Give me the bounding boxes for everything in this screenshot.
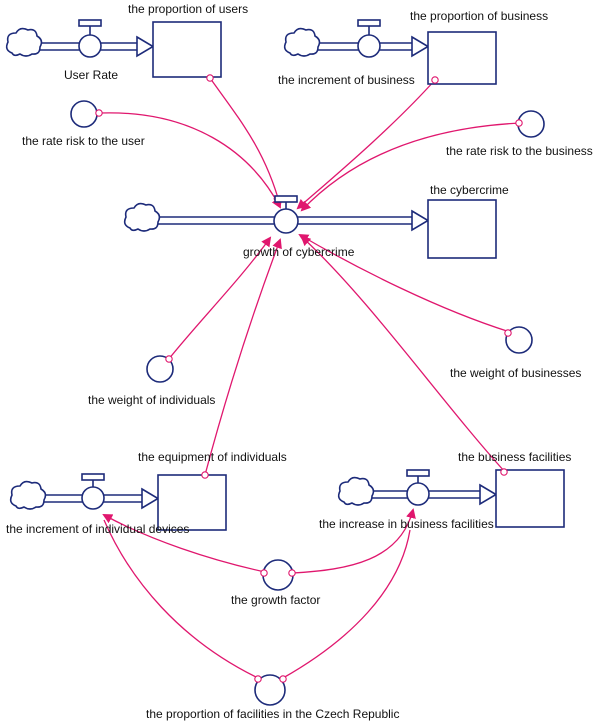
auxiliaries <box>70 100 545 706</box>
label-equipment-individuals: the equipment of individuals <box>138 450 287 464</box>
stock-proportion-of-users <box>152 21 222 78</box>
causal-links <box>99 77 521 679</box>
cloud-icon-business <box>283 27 321 57</box>
label-proportion-czech: the proportion of facilities in the Czec… <box>146 707 399 721</box>
stock-proportion-of-business <box>427 31 497 85</box>
link-equipment-to-growth <box>204 238 282 476</box>
aux-weight-individuals <box>146 355 174 383</box>
link-business-facilities-to-growth <box>300 235 506 473</box>
valve-growth-of-cybercrime <box>273 195 299 234</box>
link-czech-proportion-to-facilities <box>282 529 411 679</box>
label-weight-individuals: the weight of individuals <box>88 393 215 407</box>
label-user-rate: User Rate <box>64 68 118 82</box>
label-business-facilities: the business facilities <box>458 450 571 464</box>
cloud-icon-devices <box>9 480 47 510</box>
link-czech-proportion-to-devices <box>103 519 259 679</box>
stock-equipment-of-individuals <box>157 474 227 531</box>
aux-rate-risk-user <box>70 100 98 128</box>
pipe-devices-arrowhead <box>141 487 160 510</box>
valves <box>78 19 430 510</box>
aux-proportion-czech <box>254 674 286 706</box>
link-weight-individuals-to-growth <box>167 236 272 361</box>
valve-increase-in-facilities <box>406 469 430 506</box>
cloud-icon-facilities <box>337 476 375 506</box>
label-rate-risk-business: the rate risk to the business <box>446 144 593 158</box>
sources <box>5 27 375 510</box>
pipe-business-arrowhead <box>411 35 430 58</box>
label-growth-factor: the growth factor <box>231 593 320 607</box>
link-growth-factor-to-facilities <box>291 508 416 574</box>
stocks <box>152 21 565 531</box>
link-origin-dots <box>95 74 523 683</box>
label-growth-cybercrime: growth of cybercrime <box>243 245 355 259</box>
label-rate-risk-user: the rate risk to the user <box>22 134 145 148</box>
cloud-icon-cybercrime <box>123 202 161 232</box>
label-increment-business: the increment of business <box>278 73 415 87</box>
label-proportion-business: the proportion of business <box>410 9 548 23</box>
link-rate-risk-user-to-growth <box>99 112 281 209</box>
cloud-icon-user-rate <box>5 27 43 57</box>
pipe-cybercrime-arrowhead <box>411 209 430 232</box>
label-increase-facilities: the increase in business facilities <box>319 517 494 531</box>
pipe-user-rate-arrowhead <box>136 35 155 58</box>
stock-business-facilities <box>495 469 565 528</box>
link-rate-risk-business-to-growth <box>300 122 521 212</box>
label-proportion-users: the proportion of users <box>128 2 248 16</box>
valve-increment-of-devices <box>81 473 105 510</box>
pipe-facilities-arrowhead <box>479 483 498 506</box>
valve-user-rate <box>78 19 102 58</box>
aux-growth-factor <box>262 559 294 591</box>
label-increment-devices: the increment of individual devices <box>6 522 189 536</box>
label-cybercrime: the cybercrime <box>430 183 509 197</box>
aux-weight-businesses <box>505 326 533 354</box>
valve-increment-of-business <box>357 19 381 58</box>
labels: the proportion of users User Rate the pr… <box>6 2 593 721</box>
link-weight-businesses-to-growth <box>298 233 511 333</box>
link-proportion-business-to-growth <box>296 79 436 210</box>
flow-pipes <box>38 35 498 510</box>
label-weight-businesses: the weight of businesses <box>450 366 581 380</box>
stock-cybercrime <box>427 199 497 259</box>
link-growth-factor-to-devices <box>102 514 266 573</box>
link-proportion-users-to-growth <box>209 77 283 207</box>
